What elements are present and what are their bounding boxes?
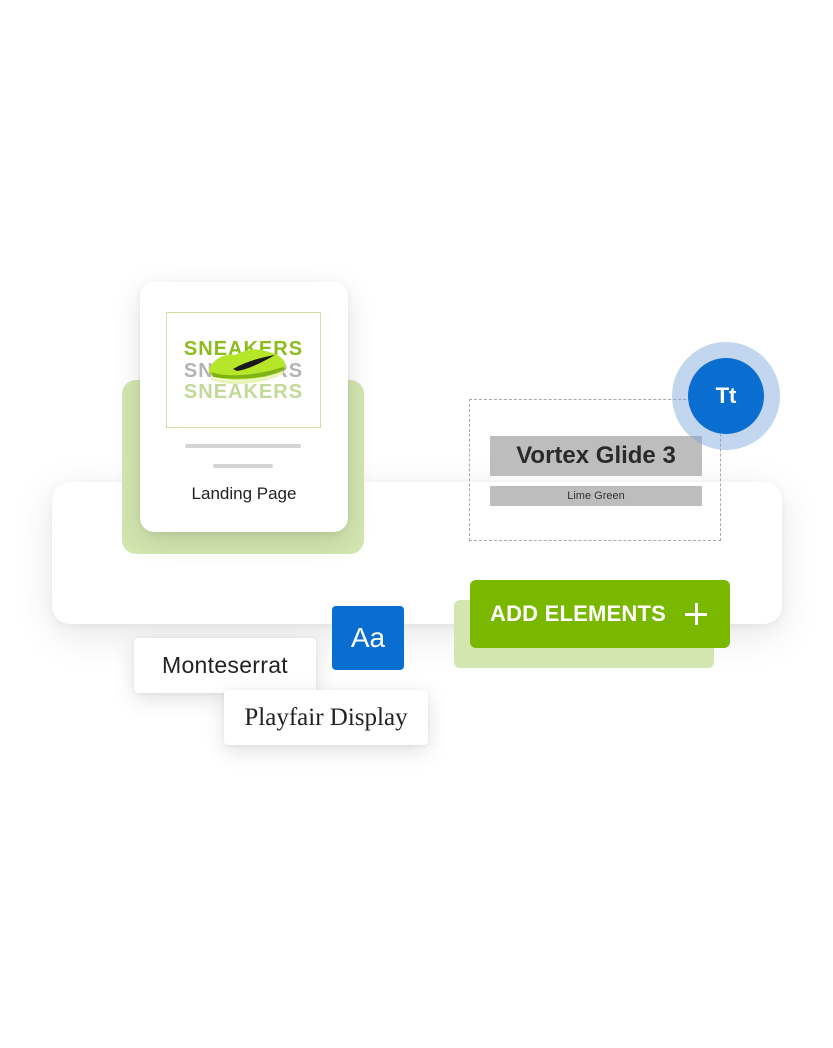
- font-option-montserrat[interactable]: Monteserrat: [134, 638, 316, 693]
- product-title-text[interactable]: Vortex Glide 3: [490, 436, 702, 476]
- landing-page-label: Landing Page: [191, 484, 297, 503]
- add-elements-label: ADD ELEMENTS: [490, 601, 666, 626]
- plus-icon: [685, 603, 707, 625]
- placeholder-line: [185, 444, 301, 448]
- landing-thumbnail: SNEAKERS SNEAKERS SNEAKERS: [166, 312, 321, 428]
- font-picker-button[interactable]: Aa: [332, 606, 404, 670]
- placeholder-line-short: [213, 464, 273, 468]
- typography-button[interactable]: Tt: [688, 358, 764, 434]
- font-option-playfair[interactable]: Playfair Display: [224, 690, 428, 745]
- sneaker-image: [208, 349, 286, 385]
- text-selection-box[interactable]: Vortex Glide 3 Lime Green: [469, 399, 721, 541]
- add-elements-button[interactable]: ADD ELEMENTS: [470, 580, 730, 648]
- product-color-text[interactable]: Lime Green: [490, 486, 702, 506]
- thumbnail-word-3: SNEAKERS: [183, 381, 304, 403]
- landing-page-card[interactable]: SNEAKERS SNEAKERS SNEAKERS Landing Page: [140, 282, 348, 532]
